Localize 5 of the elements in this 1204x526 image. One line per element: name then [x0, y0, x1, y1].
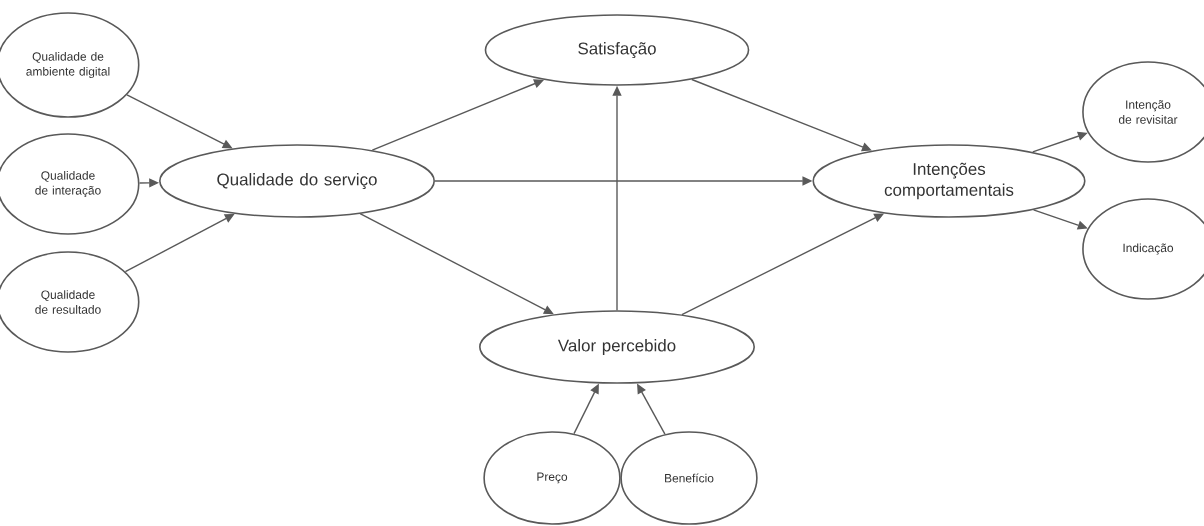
- arrow: [691, 78, 872, 152]
- arrow: [1032, 131, 1088, 153]
- arrow: [359, 213, 554, 315]
- arrow: [124, 213, 235, 273]
- arrow: [371, 79, 544, 151]
